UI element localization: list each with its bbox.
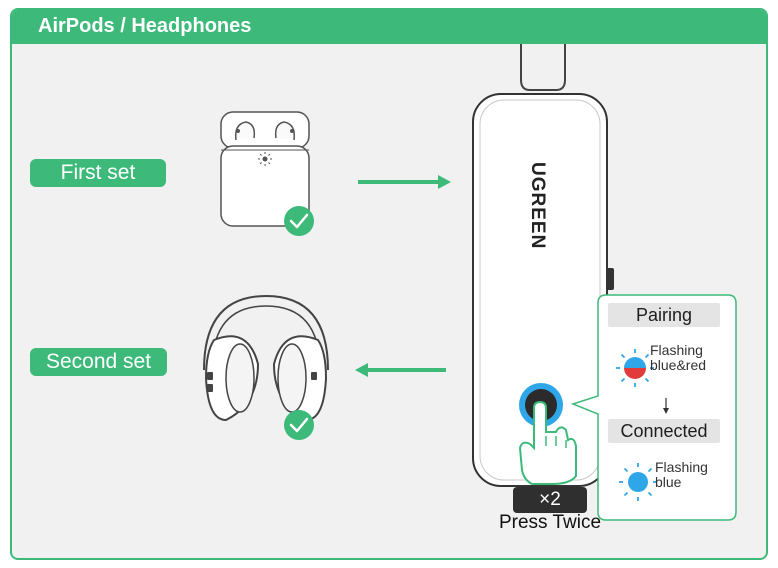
pairing-label: Pairing [608,303,720,327]
led-blue-icon [619,463,657,501]
hand-press-icon [518,400,577,485]
first-set-label: First set [30,159,166,187]
airpods-case-icon [220,111,310,227]
connected-led-line1: Flashing [655,459,708,475]
diagram-frame: AirPods / Headphones [10,8,768,560]
ugreen-device [472,93,614,487]
press-count-badge: ×2 [513,487,587,513]
header-title: AirPods / Headphones [38,15,252,37]
pairing-led-line2: blue&red [650,357,707,373]
connected-led-description: Flashing blue [655,460,708,490]
check-icon [284,206,314,236]
press-instruction: Press Twice [498,512,602,533]
arrow-right-icon [358,175,451,189]
connected-label: Connected [608,419,720,443]
check-icon [284,410,314,440]
pairing-led-line1: Flashing [650,342,703,358]
status-callout [570,294,737,521]
led-blue-red-icon [616,349,654,387]
pairing-led-description: Flashing blue&red [650,343,706,373]
arrow-left-icon [355,363,446,377]
headphones-icon [203,294,329,422]
connected-led-line2: blue [655,474,682,490]
header-bar: AirPods / Headphones [12,10,766,44]
second-set-label: Second set [30,348,167,376]
device-brand: UGREEN [527,162,548,249]
arrow-down-icon [663,398,669,414]
cable [520,44,566,91]
